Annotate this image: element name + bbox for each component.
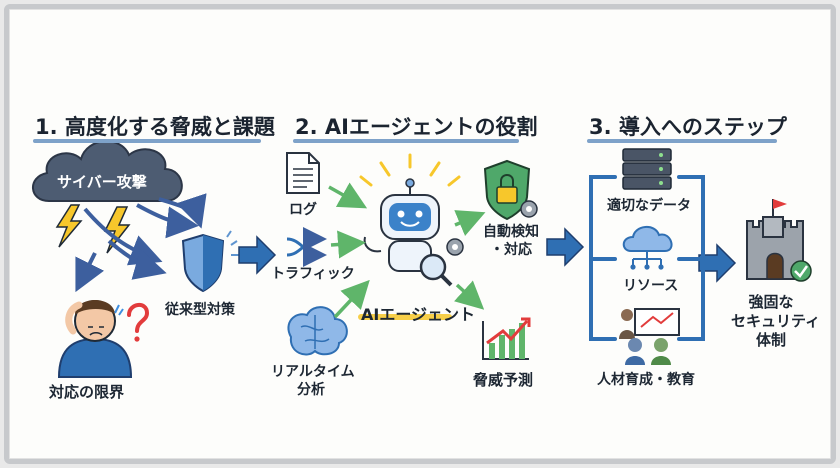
traffic-label: トラフィック <box>271 266 355 282</box>
section-2-header: 2. AIエージェントの役割 <box>295 115 538 139</box>
security-posture-line-1: 強固な <box>748 293 794 311</box>
section-arrow-2 <box>546 227 585 267</box>
auto-detect-line-2: ・対応 <box>490 242 532 258</box>
chart-icon <box>482 317 531 360</box>
feature-arrows <box>328 182 486 319</box>
flow-bracket <box>589 175 705 341</box>
server-icon <box>622 148 672 190</box>
lock-shield-icon <box>483 159 538 221</box>
question-icon <box>127 303 150 342</box>
diagram-graphics <box>32 140 812 378</box>
auto-detect-line-1: 自動検知 <box>483 224 539 240</box>
shield-icon <box>181 230 239 293</box>
section-1-header: 1. 高度化する脅威と課題 <box>35 115 275 139</box>
realtime-label-line-1: リアルタイム <box>271 364 355 380</box>
cyber-attack-label: サイバー攻撃 <box>57 173 147 191</box>
resources-label: リソース <box>623 278 679 294</box>
section-1-underline <box>33 139 261 143</box>
ai-agent-label: AIエージェント <box>361 305 476 324</box>
threat-prediction-label: 脅威予測 <box>473 371 534 389</box>
realtime-label-line-2: 分析 <box>297 382 325 398</box>
security-posture-line-2: セキュリティ <box>731 312 821 330</box>
section-arrow-1 <box>238 235 277 275</box>
security-posture-label: 強固な セキュリティ 体制 <box>731 293 821 350</box>
traditional-defense-label: 従来型対策 <box>165 302 235 318</box>
document-icon <box>286 152 320 194</box>
talent-education-label: 人材育成・教育 <box>597 372 695 388</box>
lightning-icon <box>55 204 131 254</box>
section-3-underline <box>587 139 777 143</box>
shuffle-icon <box>286 227 327 267</box>
castle-icon <box>746 199 812 282</box>
security-posture-line-3: 体制 <box>755 331 786 349</box>
whiteboard: 1. 高度化する脅威と課題 2. AIエージェントの役割 3. 導入へのステップ… <box>4 4 836 464</box>
worried-person-icon <box>57 300 133 378</box>
training-icon <box>619 308 680 365</box>
section-2-underline <box>293 139 519 143</box>
robot-icon <box>359 153 464 287</box>
attack-arrows <box>75 193 207 293</box>
realtime-analysis-label: リアルタイム 分析 <box>271 363 355 399</box>
section-3-header: 3. 導入へのステップ <box>589 115 787 139</box>
auto-detect-label: 自動検知 ・対応 <box>471 223 551 259</box>
proper-data-label: 適切なデータ <box>607 198 691 214</box>
response-limit-label: 対応の限界 <box>49 383 125 401</box>
cloud-network-icon <box>622 226 673 270</box>
brain-icon <box>287 306 348 356</box>
log-label: ログ <box>289 202 317 218</box>
